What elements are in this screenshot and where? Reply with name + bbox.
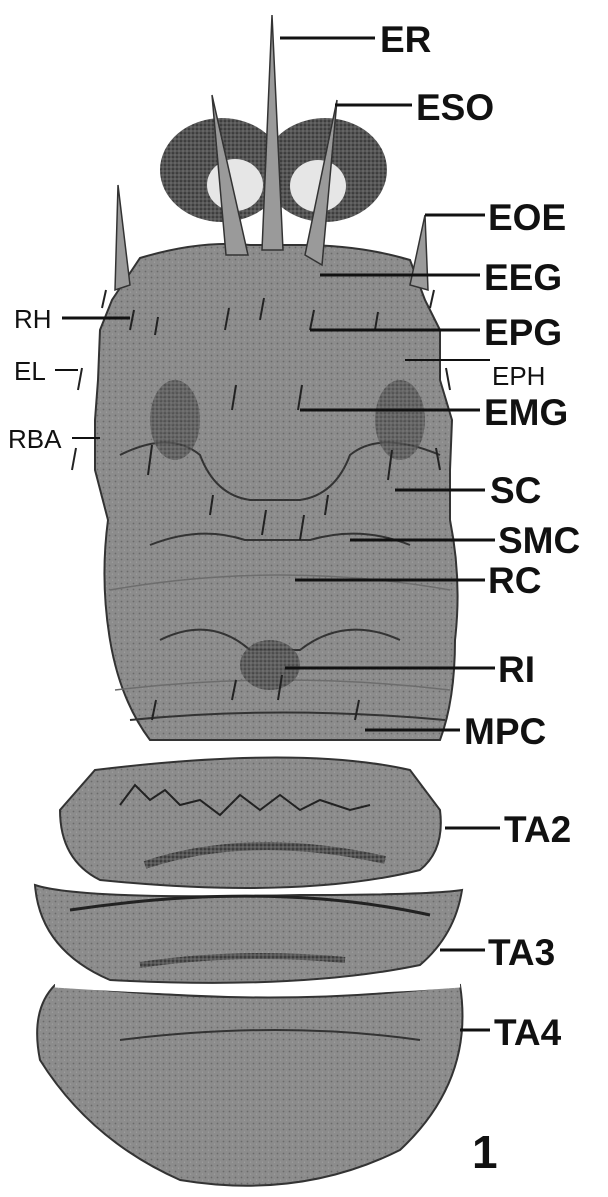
label-smc: SMC: [498, 520, 580, 561]
tergite-ta3: [35, 885, 462, 983]
label-eoe: EOE: [488, 197, 566, 238]
label-ta3: TA3: [488, 932, 555, 973]
label-el: EL: [14, 356, 46, 386]
orbital-spine-right: [410, 215, 428, 290]
label-eso: ESO: [416, 87, 494, 128]
label-ta4: TA4: [494, 1012, 562, 1053]
stipple-patch: [375, 380, 425, 460]
carapace: [95, 244, 458, 740]
orbital-spine-left: [115, 185, 130, 290]
rostrum: [262, 15, 283, 250]
tergite-ta4: [37, 985, 462, 1186]
label-sc: SC: [490, 470, 541, 511]
label-epg: EPG: [484, 312, 562, 353]
tergite-ta2: [60, 758, 441, 889]
label-rh: RH: [14, 304, 52, 334]
label-ri: RI: [498, 649, 535, 690]
label-mpc: MPC: [464, 711, 546, 752]
stipple-patch: [240, 640, 300, 690]
label-rc: RC: [488, 560, 541, 601]
label-rba: RBA: [8, 424, 62, 454]
figure-number: 1: [472, 1126, 498, 1178]
stipple-patch: [150, 380, 200, 460]
label-er: ER: [380, 19, 431, 60]
label-ta2: TA2: [504, 809, 571, 850]
label-emg: EMG: [484, 392, 568, 433]
label-eph: EPH: [492, 361, 545, 391]
label-eeg: EEG: [484, 257, 562, 298]
